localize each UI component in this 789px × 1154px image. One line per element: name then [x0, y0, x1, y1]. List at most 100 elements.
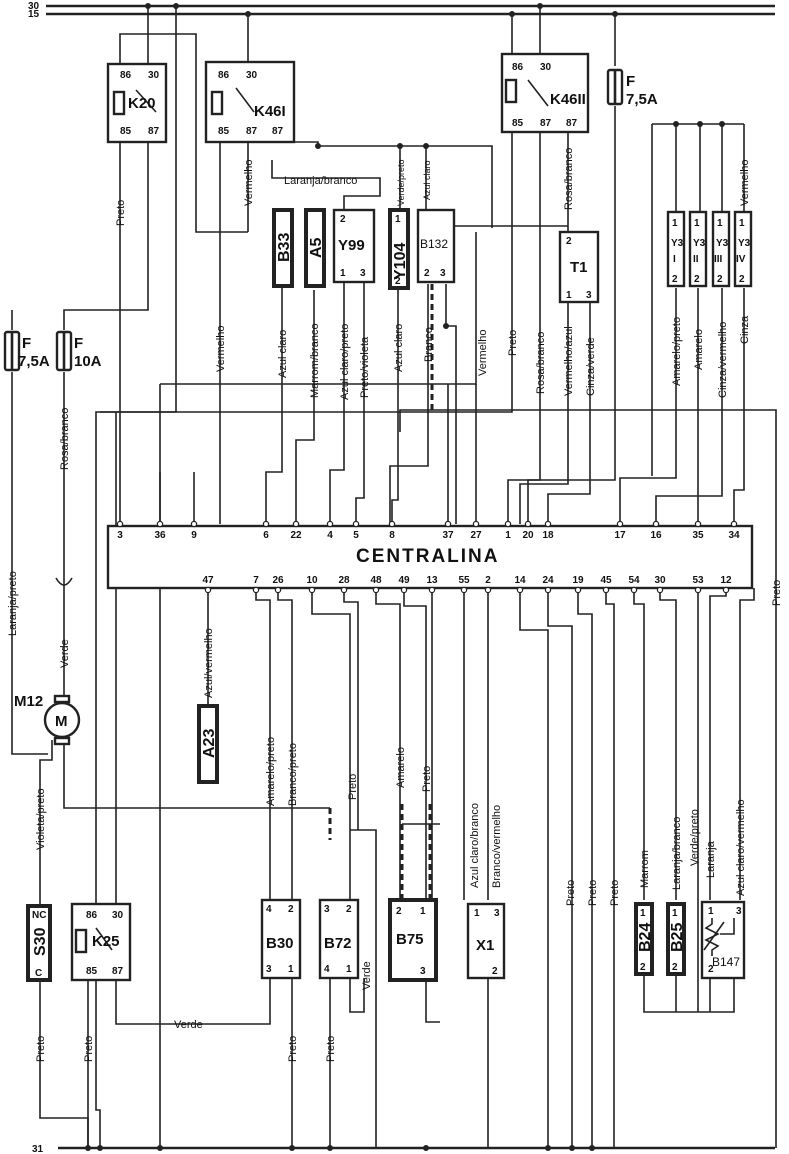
- ecu-top-pin-5[interactable]: [352, 520, 360, 528]
- switch-s30[interactable]: NC C S30: [26, 904, 52, 982]
- ecu-top-pin-label-34: 34: [728, 530, 740, 541]
- svg-text:87: 87: [246, 126, 258, 137]
- ecu-bottom-pin-label-13: 13: [426, 575, 438, 586]
- ecu-bottom-pin-14[interactable]: [516, 586, 524, 594]
- component-y3-iii[interactable]: 1 Y3 III 2: [711, 210, 731, 288]
- ecu-bottom-pin-30[interactable]: [656, 586, 664, 594]
- svg-text:2: 2: [672, 962, 678, 973]
- ecu-top-pin-22[interactable]: [292, 520, 300, 528]
- relay-k46ii[interactable]: 86 30 85 87 87 K46II: [500, 52, 590, 134]
- relay-k20[interactable]: 86 30 85 87 K20: [106, 62, 168, 144]
- ecu-top-pin-4[interactable]: [326, 520, 334, 528]
- ecu-bottom-pin-label-49: 49: [398, 575, 410, 586]
- ecu-bottom-pin-26[interactable]: [274, 586, 282, 594]
- svg-text:85: 85: [120, 126, 132, 137]
- ecu-top-pin-37[interactable]: [444, 520, 452, 528]
- ecu-bottom-pin-label-2: 2: [485, 575, 491, 586]
- ecu-bottom-pin-12[interactable]: [722, 586, 730, 594]
- component-y104[interactable]: 12 Y104: [388, 208, 410, 290]
- svg-text:2: 2: [739, 274, 745, 285]
- svg-text:Preto: Preto: [115, 200, 127, 226]
- ecu-top-pin-36[interactable]: [156, 520, 164, 528]
- component-a23[interactable]: A23: [197, 704, 219, 784]
- component-b24[interactable]: 12 B24: [634, 902, 654, 976]
- svg-text:Preto/violeta: Preto/violeta: [359, 336, 371, 398]
- ecu-top-pin-3[interactable]: [116, 520, 124, 528]
- ecu-centralina[interactable]: CENTRALINA: [106, 524, 754, 590]
- svg-text:B33: B33: [276, 233, 293, 262]
- svg-text:Amarelo: Amarelo: [395, 747, 407, 788]
- ecu-bottom-pin-55[interactable]: [460, 586, 468, 594]
- k46ii-label: K46II: [550, 91, 586, 108]
- ecu-bottom-pin-53[interactable]: [694, 586, 702, 594]
- motor-m12[interactable]: M M12: [14, 693, 81, 746]
- ecu-top-pin-6[interactable]: [262, 520, 270, 528]
- relay-k25[interactable]: 86 30 85 87 K25: [70, 902, 132, 982]
- svg-text:Vermelho: Vermelho: [477, 330, 489, 376]
- component-b33[interactable]: B33: [272, 208, 294, 288]
- ecu-bottom-pin-10[interactable]: [308, 586, 316, 594]
- ecu-bottom-pin-2[interactable]: [484, 586, 492, 594]
- ecu-bottom-pin-label-24: 24: [542, 575, 554, 586]
- relay-k46i[interactable]: 86 30 85 87 87 K46I: [204, 60, 296, 144]
- svg-text:Verde: Verde: [174, 1019, 203, 1031]
- ecu-bottom-pin-28[interactable]: [340, 586, 348, 594]
- component-y3-iv[interactable]: 1 Y3 IV 2: [733, 210, 753, 288]
- ecu-bottom-pin-47[interactable]: [204, 586, 212, 594]
- svg-text:30: 30: [148, 70, 160, 81]
- component-y3-ii[interactable]: 1 Y3 II 2: [688, 210, 708, 288]
- ecu-top-pin-label-20: 20: [522, 530, 534, 541]
- ecu-bottom-pin-49[interactable]: [400, 586, 408, 594]
- ecu-bottom-pin-24[interactable]: [544, 586, 552, 594]
- svg-text:3: 3: [360, 268, 366, 279]
- svg-text:1: 1: [288, 964, 294, 975]
- ecu-bottom-pin-45[interactable]: [602, 586, 610, 594]
- ecu-bottom-pin-label-19: 19: [572, 575, 584, 586]
- svg-text:Laranja/branco: Laranja/branco: [284, 175, 357, 187]
- svg-text:87: 87: [272, 126, 284, 137]
- ecu-top-pin-18[interactable]: [544, 520, 552, 528]
- svg-text:IV: IV: [736, 254, 746, 265]
- svg-text:3: 3: [420, 966, 426, 977]
- ecu-bottom-pin-54[interactable]: [630, 586, 638, 594]
- ecu-top-pin-20[interactable]: [524, 520, 532, 528]
- svg-text:1: 1: [739, 218, 745, 229]
- component-y3-i[interactable]: 1 Y3 I 2: [666, 210, 686, 288]
- ecu-top-pin-16[interactable]: [652, 520, 660, 528]
- fuse-f-left-1[interactable]: F 7,5A: [3, 330, 50, 372]
- ecu-top-pin-27[interactable]: [472, 520, 480, 528]
- ecu-top-pin-34[interactable]: [730, 520, 738, 528]
- component-b25[interactable]: 12 B25: [666, 902, 686, 976]
- fuse-f-left-2[interactable]: F 10A: [55, 330, 102, 372]
- ecu-bottom-pin-7[interactable]: [252, 586, 260, 594]
- component-a5[interactable]: A5: [304, 208, 326, 288]
- svg-text:Preto: Preto: [287, 1036, 299, 1062]
- ecu-bottom-pin-13[interactable]: [428, 586, 436, 594]
- svg-text:87: 87: [112, 966, 124, 977]
- ecu-top-pin-17[interactable]: [616, 520, 624, 528]
- ecu-top-pin-9[interactable]: [190, 520, 198, 528]
- ecu-top-pin-8[interactable]: [388, 520, 396, 528]
- svg-text:85: 85: [86, 966, 98, 977]
- ecu-bottom-pin-19[interactable]: [574, 586, 582, 594]
- svg-text:1: 1: [708, 906, 714, 917]
- ecu-top-pin-35[interactable]: [694, 520, 702, 528]
- ecu-top-pin-label-27: 27: [470, 530, 482, 541]
- svg-text:30: 30: [540, 62, 552, 73]
- svg-text:Preto: Preto: [421, 766, 433, 792]
- fuse-f-right[interactable]: F 7,5A: [606, 68, 658, 108]
- svg-text:30: 30: [112, 910, 124, 921]
- rail-31-label: 31: [32, 1144, 44, 1154]
- svg-text:X1: X1: [476, 937, 494, 954]
- ecu-top-pin-1[interactable]: [504, 520, 512, 528]
- ecu-bottom-pin-48[interactable]: [372, 586, 380, 594]
